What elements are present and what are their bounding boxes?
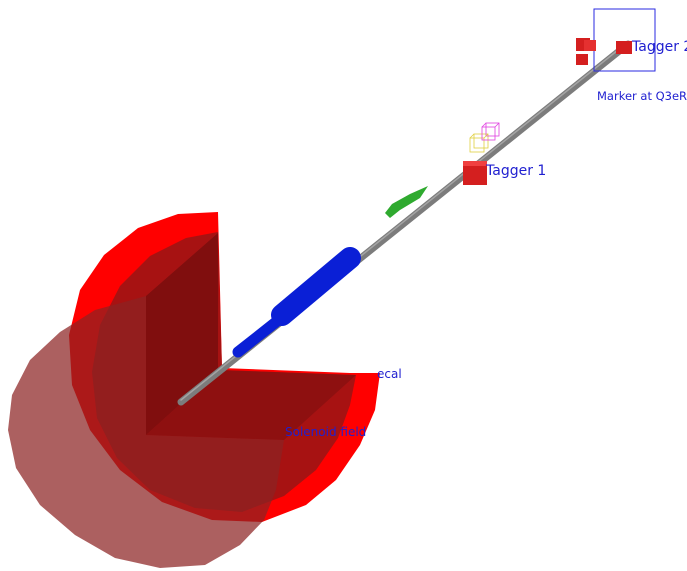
solenoid-cutaway-floor — [146, 370, 356, 440]
tagger2-block-b — [576, 54, 588, 65]
ecal-label: ecal — [377, 367, 402, 381]
magnet-large — [271, 247, 361, 326]
marker-label: Marker at Q3eR — [597, 89, 687, 103]
solenoid-label: Solenoid field — [285, 425, 366, 439]
tagger2-detector — [576, 8, 656, 72]
wireframe-markers — [469, 122, 500, 153]
tagger1-box-face — [463, 161, 487, 166]
magnet-small — [232, 316, 282, 358]
green-dipole — [385, 186, 428, 218]
magnets — [232, 247, 361, 358]
tagger2-block-d — [616, 41, 632, 54]
ecal-translucent-shell — [8, 296, 284, 568]
tagger1-detector — [463, 122, 500, 185]
tagger2-label: Tagger 2 — [631, 39, 687, 55]
tagger2-block-c — [584, 40, 596, 51]
tagger1-label: Tagger 1 — [485, 163, 546, 179]
